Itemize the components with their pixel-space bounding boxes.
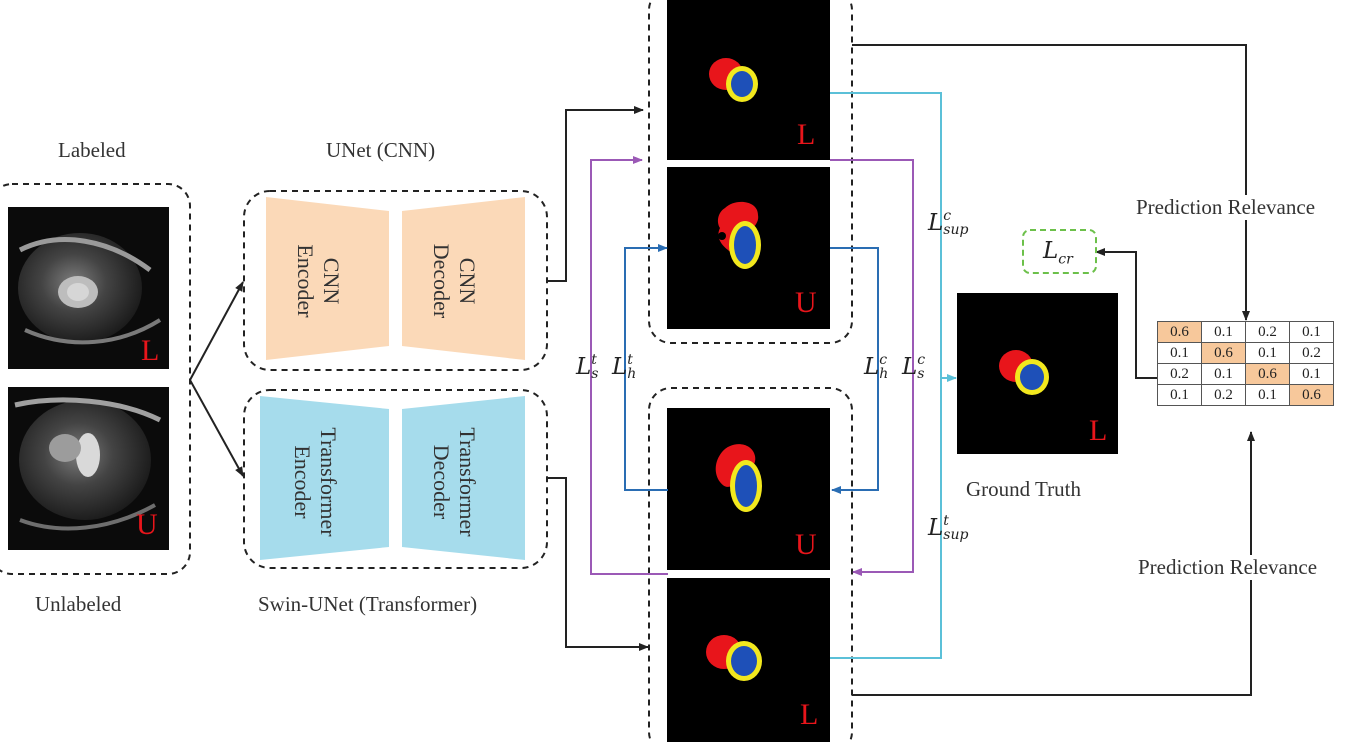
loss-lsup-c-base: L [928,210,944,236]
unlabeled-mri-image [8,387,169,550]
loss-lh-t-sub: h [627,366,637,382]
prediction-relevance-matrix: 0.6 0.1 0.2 0.1 0.1 0.6 0.1 0.2 0.2 0.1 … [1157,321,1334,406]
loss-ls-t-sup: t [591,352,597,368]
matrix-cell: 0.6 [1201,342,1246,364]
loss-ls-c-sup: c [917,352,926,368]
cnn-decoder-block [402,197,525,360]
arrow-top-relevance [852,44,1250,321]
trans-pred-unlabeled-tag: U [795,528,817,561]
loss-ls-t-sub: s [591,366,599,382]
labeled-input-tag: L [141,334,160,367]
matrix-cell: 0.1 [1157,384,1202,406]
loss-lsup-t-sub: sup [943,527,969,543]
cnn-pred-labeled-mask [667,0,830,160]
cnn-encoder-text: CNN Encoder [293,244,344,318]
loss-lsup-t-base: L [928,515,944,541]
matrix-cell: 0.1 [1157,342,1202,364]
transformer-encoder-block [260,396,389,560]
trans-pred-labeled-tag: L [800,698,819,731]
matrix-cell: 0.2 [1289,342,1334,364]
transformer-decoder-label: Transformer Decoder [429,420,480,544]
cnn-branch-title: UNet (CNN) [326,138,436,162]
matrix-row: 0.1 0.6 0.1 0.2 [1157,342,1334,364]
ground-truth-mask [957,293,1118,454]
loss-lsup-c-sub: sup [943,222,969,238]
loss-lh-c-sup: c [879,352,888,368]
lcr-box [1022,229,1097,274]
arrow-cyan-supervision [830,92,942,659]
loss-lsup-c-sup: c [943,208,952,224]
matrix-cell: 0.6 [1289,384,1334,406]
transformer-decoder-text: Transformer Decoder [429,427,480,537]
loss-lcr-base: L [1043,238,1059,264]
matrix-row: 0.6 0.1 0.2 0.1 [1157,321,1334,343]
matrix-cell: 0.1 [1289,321,1334,343]
matrix-cell: 0.2 [1157,363,1202,385]
loss-lh-t-sup: t [627,352,633,368]
prediction-relevance-top-label: Prediction Relevance [1134,195,1318,220]
prediction-relevance-bottom-label: Prediction Relevance [1136,555,1320,580]
arrow-purple-left [590,156,668,575]
labeled-title: Labeled [58,138,126,162]
loss-ls-c-sub: s [917,366,925,382]
cnn-pred-labeled-tag: L [797,118,816,151]
ground-truth-tag: L [1089,414,1108,447]
loss-lh-c-base: L [864,354,880,380]
arrow-blue-left [624,244,668,491]
matrix-cell: 0.1 [1289,363,1334,385]
trans-pred-labeled-mask [667,578,830,742]
loss-ls-t-base: L [576,354,592,380]
cnn-pred-unlabeled-tag: U [795,286,817,319]
cnn-decoder-text: CNN Decoder [429,243,480,319]
transformer-encoder-label: Transformer Encoder [290,419,341,545]
arrow-input-to-transformer [189,379,244,477]
arrow-input-to-cnn [189,281,244,381]
matrix-row: 0.1 0.2 0.1 0.6 [1157,384,1334,406]
loss-lcr: Lcr [1043,238,1073,268]
matrix-cell: 0.6 [1245,363,1290,385]
matrix-cell: 0.2 [1201,384,1246,406]
unlabeled-input-tag: U [136,508,158,541]
matrix-cell: 0.6 [1157,321,1202,343]
trans-pred-unlabeled-mask [667,408,830,570]
transformer-branch-title: Swin-UNet (Transformer) [258,592,478,616]
arrow-purple-right [830,159,914,576]
transformer-decoder-block [402,396,525,560]
unlabeled-title: Unlabeled [35,592,122,616]
matrix-row: 0.2 0.1 0.6 0.1 [1157,363,1334,385]
labeled-mri-image [8,207,169,369]
loss-lsup-t-sup: t [943,513,949,529]
loss-lh-t-base: L [612,354,628,380]
loss-lcr-sub: cr [1058,251,1073,268]
arrow-bottom-relevance [852,431,1255,696]
cnn-encoder-label: CNN Encoder [293,219,344,343]
loss-lh-c-sub: h [879,366,889,382]
arrow-cnn-to-pred-l [547,106,644,282]
arrow-blue-right [830,247,879,494]
arrow-matrix-to-lcr [1095,248,1157,379]
cnn-pred-unlabeled-mask [667,167,830,329]
matrix-cell: 0.1 [1201,363,1246,385]
matrix-cell: 0.1 [1245,342,1290,364]
loss-ls-c-base: L [902,354,918,380]
transformer-encoder-text: Transformer Encoder [290,427,341,537]
matrix-cell: 0.1 [1245,384,1290,406]
matrix-cell: 0.2 [1245,321,1290,343]
ground-truth-caption: Ground Truth [966,477,1081,501]
matrix-cell: 0.1 [1201,321,1246,343]
cnn-predictions-box [648,0,853,344]
cnn-encoder-block [266,197,389,360]
cnn-decoder-label: CNN Decoder [429,219,480,343]
arrow-trans-to-pred-l [547,477,649,651]
